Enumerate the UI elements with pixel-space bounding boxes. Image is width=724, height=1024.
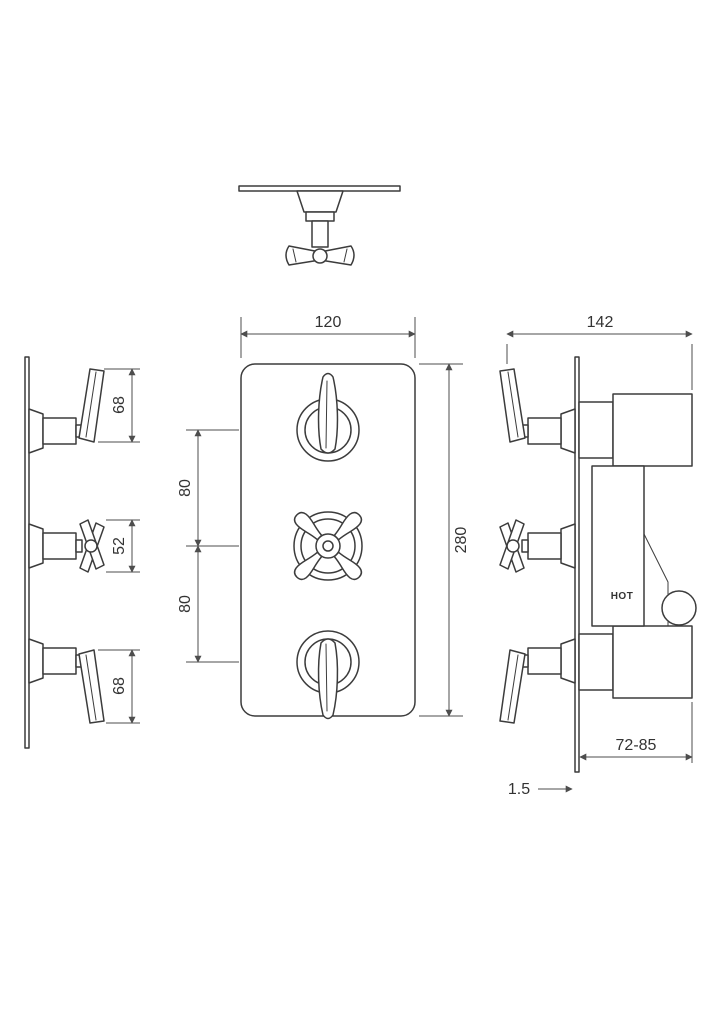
thermostat-cartridge <box>661 590 697 626</box>
front-cross-arm <box>293 511 323 541</box>
dim-front-width: 120 <box>315 314 342 331</box>
dim-plate-thickness: 1.5 <box>508 781 530 798</box>
valve-body-bottom-block <box>612 625 693 699</box>
front-view-dimensions: 120 280 80 80 <box>177 314 470 717</box>
left-view-middle-body <box>42 532 77 560</box>
dim-side-overall-depth: 142 <box>587 314 614 331</box>
right-view-dimensions: 142 72-85 1.5 <box>506 314 693 798</box>
left-view-bottom-lever <box>78 649 105 724</box>
right-view-bottom-valve <box>499 638 576 724</box>
valve-body-bottom-connector <box>578 633 614 691</box>
left-view-top-lever <box>78 368 105 443</box>
left-view-cross-hub <box>84 539 98 553</box>
right-view-top-lever <box>499 368 526 443</box>
left-view-middle-valve <box>28 519 105 573</box>
dim-handle-bottom-length: 68 <box>111 677 128 695</box>
valve-body-top-connector <box>578 401 614 459</box>
right-view-bottom-lever <box>499 649 526 724</box>
right-view-cross-hub <box>506 539 520 553</box>
hot-port-label: HOT <box>611 591 634 602</box>
dim-handle-middle-length: 52 <box>111 537 128 555</box>
right-view-middle-valve <box>499 519 576 573</box>
front-view-middle-control <box>293 511 363 581</box>
left-view-top-body <box>42 417 77 445</box>
dim-spacing-lower: 80 <box>177 595 194 613</box>
top-view-handle-hub <box>312 248 328 264</box>
front-view: 120 280 80 80 <box>177 314 470 720</box>
top-view <box>238 185 401 266</box>
front-cross-arm <box>333 511 363 541</box>
top-view-handle-right-arm <box>319 245 355 266</box>
dim-front-height: 280 <box>453 527 470 554</box>
dim-spacing-upper: 80 <box>177 479 194 497</box>
valve-body-top-block <box>612 393 693 467</box>
right-view-valve-body: HOT <box>578 393 697 699</box>
front-cross-arm <box>293 551 323 581</box>
left-view-top-flange <box>28 408 44 454</box>
left-view-dimensions: 68 52 68 <box>98 368 140 724</box>
front-cross-hub <box>322 540 334 552</box>
front-view-bottom-control <box>296 630 360 720</box>
left-view-bottom-body <box>42 647 77 675</box>
left-view-top-valve <box>28 368 105 454</box>
dim-handle-top-length: 68 <box>111 396 128 414</box>
front-view-top-control <box>296 372 360 462</box>
front-bottom-lever <box>317 638 339 720</box>
top-view-handle <box>285 245 355 266</box>
left-view-bottom-valve <box>28 638 105 724</box>
valve-body-column <box>591 465 645 627</box>
right-side-view: HOT 142 72-85 1.5 <box>499 314 697 798</box>
left-view-bottom-flange <box>28 638 44 684</box>
dim-install-depth-range: 72-85 <box>616 737 657 754</box>
top-view-escutcheon <box>296 190 344 213</box>
left-side-view: 68 52 68 <box>24 356 140 749</box>
front-top-lever <box>317 372 339 454</box>
top-view-stem <box>311 220 329 248</box>
right-view-top-valve <box>499 368 576 454</box>
top-view-handle-left-arm <box>285 245 321 266</box>
left-view-middle-flange <box>28 523 44 569</box>
top-view-collar <box>305 211 335 222</box>
front-cross-arm <box>333 551 363 581</box>
